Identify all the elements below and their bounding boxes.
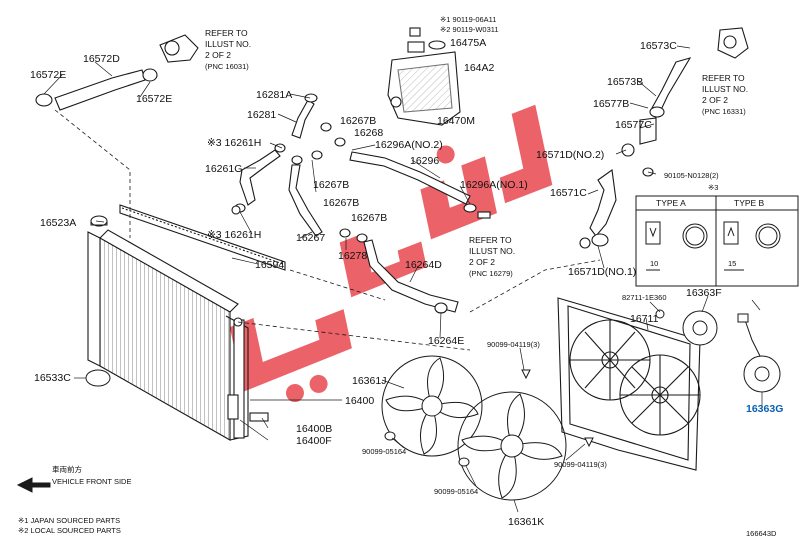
fan-motor-16363F (655, 309, 718, 346)
fan-shroud (557, 297, 701, 471)
label-16267B-b: 16267B (313, 179, 349, 191)
label-ref2-a: REFER TO (469, 235, 512, 245)
clamp-type-legend-box (635, 195, 799, 287)
watermark-logo (229, 104, 553, 403)
label-16361K: 16361K (508, 516, 544, 528)
label-dim-15: 15 (728, 259, 736, 268)
label-16400F: 16400F (296, 435, 332, 447)
label-16264D: 16264D (405, 259, 442, 271)
label-16577B: 16577B (593, 98, 629, 110)
label-16571D-no2: 16571D(NO.2) (536, 149, 604, 161)
label-16400B: 16400B (296, 423, 332, 435)
leader-lines (43, 45, 763, 513)
label-16571C: 16571C (550, 187, 587, 199)
label-16523A: 16523A (40, 217, 76, 229)
label-16573B: 16573B (607, 76, 643, 88)
label-16572D: 16572D (83, 53, 120, 65)
label-16264E: 16264E (428, 335, 464, 347)
label-16268: 16268 (354, 127, 383, 139)
label-90099-04119-a: 90099-04119(3) (487, 340, 540, 349)
label-16571D-no1: 16571D(NO.1) (568, 266, 636, 278)
label-90099-05164-a: 90099-05164 (362, 447, 406, 456)
label-front-jp: 車両前方 (52, 464, 82, 474)
label-16261H-a: ※3 16261H (207, 137, 261, 149)
label-16400: 16400 (345, 395, 374, 407)
label-16363F: 16363F (686, 287, 722, 299)
label-16296A-no1: 16296A(NO.1) (460, 179, 528, 191)
vehicle-front-arrow-icon (16, 477, 51, 493)
label-16278: 16278 (338, 250, 367, 262)
label-90099-04119-b: 90099-04119(3) (554, 460, 607, 469)
label-16267B-a: 16267B (340, 115, 376, 127)
label-16261G: 16261G (205, 163, 242, 175)
fan-motor-16363G (737, 313, 781, 393)
label-ref2-c: 2 OF 2 (469, 257, 495, 267)
label-16572E-left: 16572E (30, 69, 66, 81)
hose-group-right (579, 27, 749, 249)
label-164A2: 164A2 (464, 62, 495, 74)
label-ref1-b: ILLUST NO. (205, 39, 251, 49)
reservoir-tank (387, 27, 461, 126)
label-figure-id: 166643D (746, 529, 777, 538)
label-footnote-2: ※2 LOCAL SOURCED PARTS (18, 526, 121, 535)
drain-cock-cap (85, 369, 111, 387)
label-16711: 16711 (630, 313, 659, 325)
label-16281: 16281 (247, 109, 276, 121)
label-type-b: TYPE B (734, 198, 765, 208)
label-ref3-d: (PNC 16331) (702, 107, 746, 116)
label-16261H-b: ※3 16261H (207, 229, 261, 241)
label-16470M: 16470M (437, 115, 475, 127)
label-type-a: TYPE A (656, 198, 686, 208)
label-ref1-a: REFER TO (205, 28, 248, 38)
label-16594: 16594 (255, 259, 284, 271)
label-16267B-c: 16267B (323, 197, 359, 209)
label-90099-05164-b: 90099-05164 (434, 487, 478, 496)
cooling-fan-16361J (381, 355, 483, 457)
radiator-cap (90, 215, 108, 227)
label-footnote-1: ※1 JAPAN SOURCED PARTS (18, 516, 120, 525)
label-16296A-no2: 16296A(NO.2) (375, 139, 443, 151)
label-16533C: 16533C (34, 372, 71, 384)
part-labels: 16572E 16572D 16572E REFER TO ILLUST NO.… (18, 15, 783, 538)
label-ref1-c: 2 OF 2 (205, 50, 231, 60)
label-90105: 90105-N0128(2) (664, 171, 719, 180)
label-cap-b: ※2 90119-W0311 (440, 25, 499, 34)
cooling-fan-16361K (457, 391, 567, 501)
label-3-mark: ※3 (708, 183, 718, 192)
reference-lines (54, 109, 601, 351)
label-16281A: 16281A (256, 89, 292, 101)
label-front-en: VEHICLE FRONT SIDE (52, 477, 131, 486)
label-16363G: 16363G (746, 403, 783, 415)
label-dim-10: 10 (650, 259, 658, 268)
label-16573C: 16573C (640, 40, 677, 52)
label-ref1-d: (PNC 16031) (205, 62, 249, 71)
label-ref3-c: 2 OF 2 (702, 95, 728, 105)
label-16572E-right: 16572E (136, 93, 172, 105)
label-16267B-d: 16267B (351, 212, 387, 224)
label-ref2-d: (PNC 16279) (469, 269, 513, 278)
label-16475A: 16475A (450, 37, 486, 49)
label-16577C: 16577C (615, 119, 652, 131)
label-82711: 82711-1E360 (622, 293, 666, 302)
label-cap-a: ※1 90119-06A11 (440, 15, 496, 24)
label-ref3-a: REFER TO (702, 73, 745, 83)
label-ref3-b: ILLUST NO. (702, 84, 748, 94)
radiator-assembly (87, 204, 286, 441)
label-16267: 16267 (296, 232, 325, 244)
label-16361J: 16361J (352, 375, 386, 387)
hose-group-left (35, 34, 491, 314)
label-ref2-b: ILLUST NO. (469, 246, 515, 256)
label-16296: 16296 (410, 155, 439, 167)
